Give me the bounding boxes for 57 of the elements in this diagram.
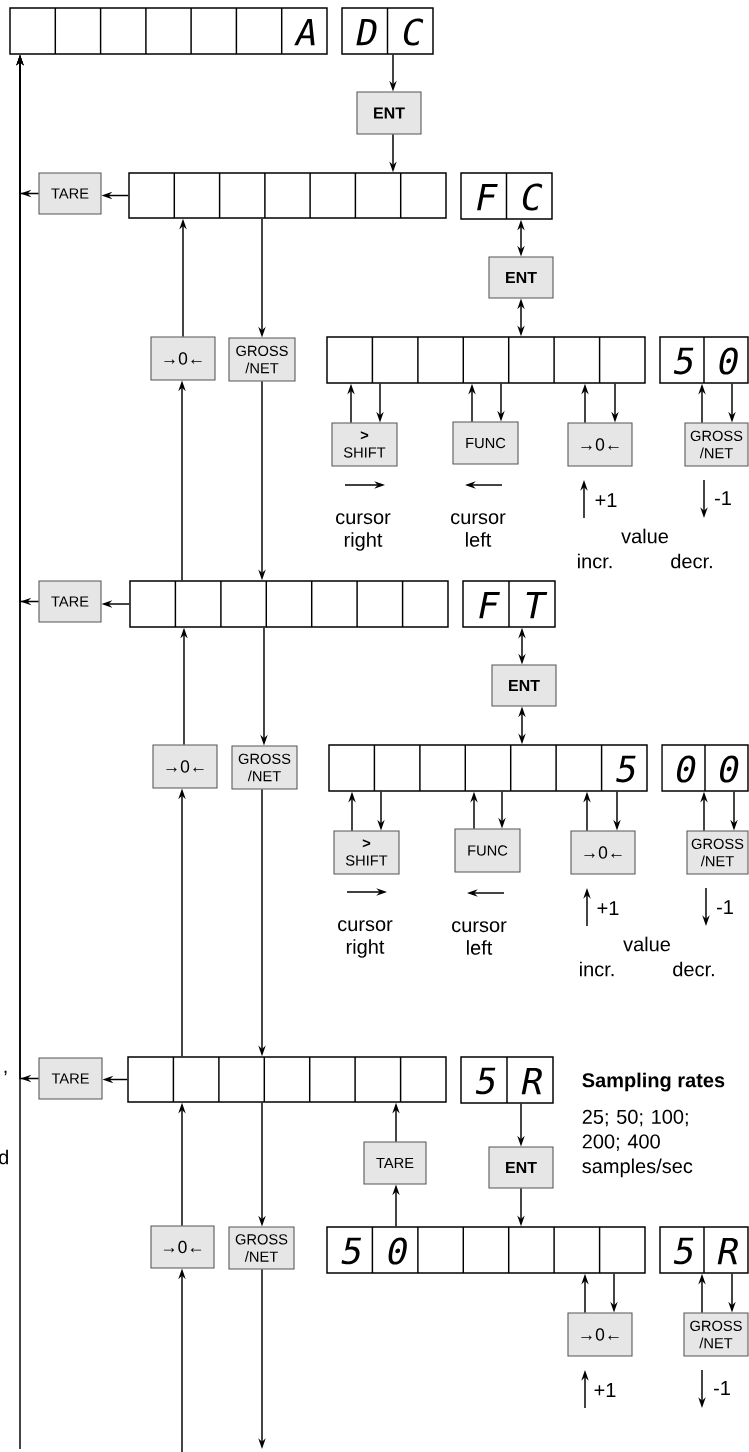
function-caption: cursor right <box>336 513 391 551</box>
shift-key: > SHIFT <box>333 830 400 875</box>
digit-display: A <box>9 7 328 55</box>
shift-key: > SHIFT <box>331 422 398 467</box>
enter-key: ENT <box>491 664 557 707</box>
zero-key: →0← <box>152 744 218 789</box>
function-key: FUNC <box>452 421 519 465</box>
zero-key: →0← <box>567 1312 633 1357</box>
rates-text: 25; 50; 100; 200; 400 samples/sec <box>582 1109 693 1178</box>
enter-key: ENT <box>488 256 554 299</box>
gross-net-key: GROSS /NET <box>228 1226 295 1270</box>
text-fragment: , <box>4 1070 7 1076</box>
value-caption: decr. <box>671 553 712 569</box>
value-caption: incr. <box>580 961 614 977</box>
code-display: 5 R <box>659 1226 749 1274</box>
gross-net-key: GROSS /NET <box>228 337 296 382</box>
function-key: FUNC <box>454 828 521 873</box>
value-caption: incr. <box>578 553 612 569</box>
digit-display <box>127 1056 447 1103</box>
step-label: -1 <box>714 1381 730 1395</box>
value-caption: value <box>623 936 670 952</box>
function-caption: cursor left <box>452 921 507 955</box>
zero-key: →0← <box>150 1225 215 1269</box>
enter-key: ENT <box>488 1146 554 1189</box>
function-caption: cursor right <box>338 920 393 958</box>
digit-display: 5 <box>328 744 648 792</box>
zero-key: →0← <box>570 830 636 875</box>
code-display: F T <box>462 580 556 628</box>
step-label: -1 <box>717 900 733 914</box>
step-label: -1 <box>715 491 731 505</box>
function-caption: cursor left <box>451 513 506 547</box>
gross-net-key: GROSS /NET <box>684 422 749 467</box>
gross-net-key: GROSS /NET <box>231 745 298 790</box>
digit-display <box>128 172 447 219</box>
digit-display: 5 0 <box>326 1226 646 1274</box>
heading-text: Sampling rates <box>582 1072 725 1092</box>
step-label: +1 <box>594 1383 616 1397</box>
tare-key: TARE <box>363 1141 427 1185</box>
code-display: 5 0 <box>659 336 749 384</box>
digit-display <box>326 336 646 384</box>
code-display: 0 0 <box>661 744 749 792</box>
code-display: F C <box>460 172 553 220</box>
tare-key: TARE <box>38 172 102 215</box>
gross-net-key: GROSS /NET <box>683 1312 749 1357</box>
digit-display <box>129 580 449 628</box>
zero-key: →0← <box>567 422 633 467</box>
value-caption: decr. <box>673 961 714 977</box>
tare-key: TARE <box>38 580 102 623</box>
tare-key: TARE <box>38 1057 103 1100</box>
step-label: +1 <box>597 901 619 915</box>
zero-key: →0← <box>150 336 216 381</box>
code-display: 5 R <box>460 1056 554 1104</box>
gross-net-key: GROSS /NET <box>686 830 749 875</box>
code-display: D C <box>341 7 434 55</box>
value-caption: value <box>621 528 668 544</box>
step-label: +1 <box>595 493 617 507</box>
enter-key: ENT <box>356 91 422 135</box>
